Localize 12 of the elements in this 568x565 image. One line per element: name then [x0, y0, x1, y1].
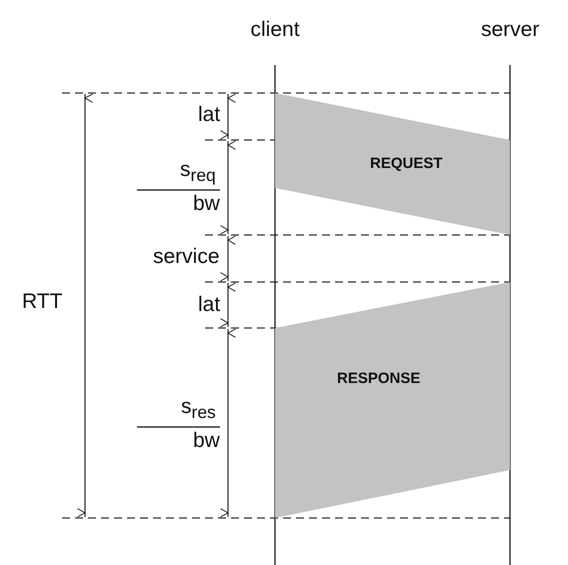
- duration-label: lat: [198, 103, 220, 127]
- lifeline-label: server: [481, 18, 540, 42]
- band-label: REQUEST: [370, 155, 443, 173]
- band-label: RESPONSE: [337, 370, 420, 388]
- duration-label: service: [153, 245, 220, 269]
- lifeline-label: client: [250, 18, 300, 42]
- duration-label: lat: [198, 293, 220, 317]
- duration-label: RTT: [22, 290, 62, 314]
- fraction-denominator: bw: [193, 192, 220, 216]
- fraction-numerator: s$_{res}$: [181, 395, 216, 424]
- fraction-denominator: bw: [193, 429, 220, 453]
- fraction-numerator: s$_{req}$: [180, 158, 216, 188]
